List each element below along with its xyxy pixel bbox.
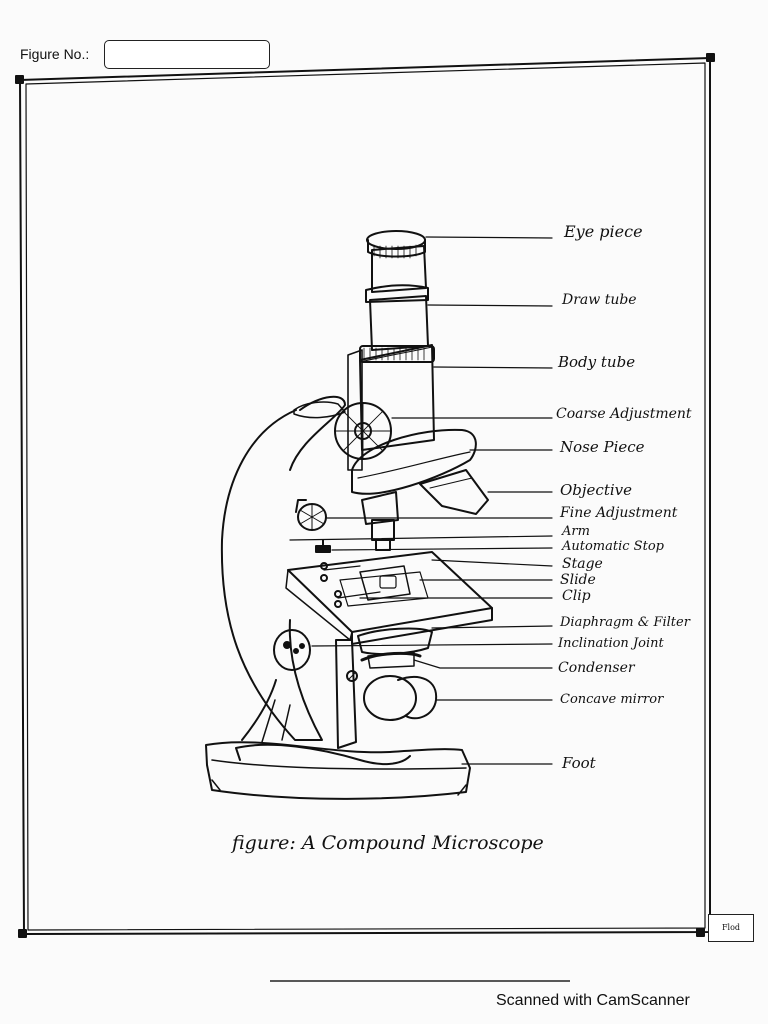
label-fine-adjustment: Fine Adjustment <box>560 505 678 521</box>
pillar <box>335 639 358 749</box>
draw-tube <box>365 284 429 351</box>
label-inclination-joint: Inclination Joint <box>558 636 664 651</box>
label-clip: Clip <box>562 588 591 604</box>
nose-piece <box>351 428 477 495</box>
coarse-adjustment-knob <box>334 402 392 460</box>
body-tube <box>347 344 435 471</box>
label-condenser: Condenser <box>558 660 635 676</box>
page-border-inner <box>25 62 706 931</box>
slide <box>339 571 429 607</box>
arm <box>220 395 346 743</box>
label-coarse-adjustment: Coarse Adjustment <box>556 406 692 422</box>
label-body-tube: Body tube <box>558 353 636 371</box>
inclination-joint-block <box>273 629 311 671</box>
scanned-watermark: Scanned with CamScanner <box>496 992 690 1009</box>
label-stage: Stage <box>562 556 603 572</box>
label-slide: Slide <box>560 572 596 588</box>
figure-caption: figure: A Compound Microscope <box>232 832 544 854</box>
fine-adjustment-knob <box>295 499 327 531</box>
label-draw-tube: Draw tube <box>562 292 637 308</box>
clip <box>320 562 381 608</box>
label-nose-piece: Nose Piece <box>560 438 645 456</box>
label-diaphragm: Diaphragm & Filter <box>560 615 690 630</box>
label-arm: Arm <box>562 524 590 539</box>
concave-mirror <box>363 675 438 721</box>
figure-number-label: Figure No.: <box>20 46 90 62</box>
frame-corner <box>706 53 715 62</box>
leader-lines <box>289 236 553 765</box>
frame-corner <box>18 929 27 938</box>
eye-piece <box>366 230 427 293</box>
figure-number-field[interactable] <box>104 40 270 69</box>
label-eye-piece: Eye piece <box>564 222 643 241</box>
condenser <box>367 651 415 669</box>
logo-stamp: Flod <box>708 914 754 942</box>
footer-rule <box>270 980 570 982</box>
automatic-stop <box>315 539 331 553</box>
label-concave-mirror: Concave mirror <box>560 692 664 707</box>
label-objective: Objective <box>560 481 633 499</box>
label-foot: Foot <box>562 754 596 772</box>
label-automatic-stop: Automatic Stop <box>562 539 664 554</box>
frame-corner <box>15 75 24 84</box>
foot <box>205 741 471 800</box>
stage <box>285 551 493 645</box>
frame-corner <box>696 928 705 937</box>
